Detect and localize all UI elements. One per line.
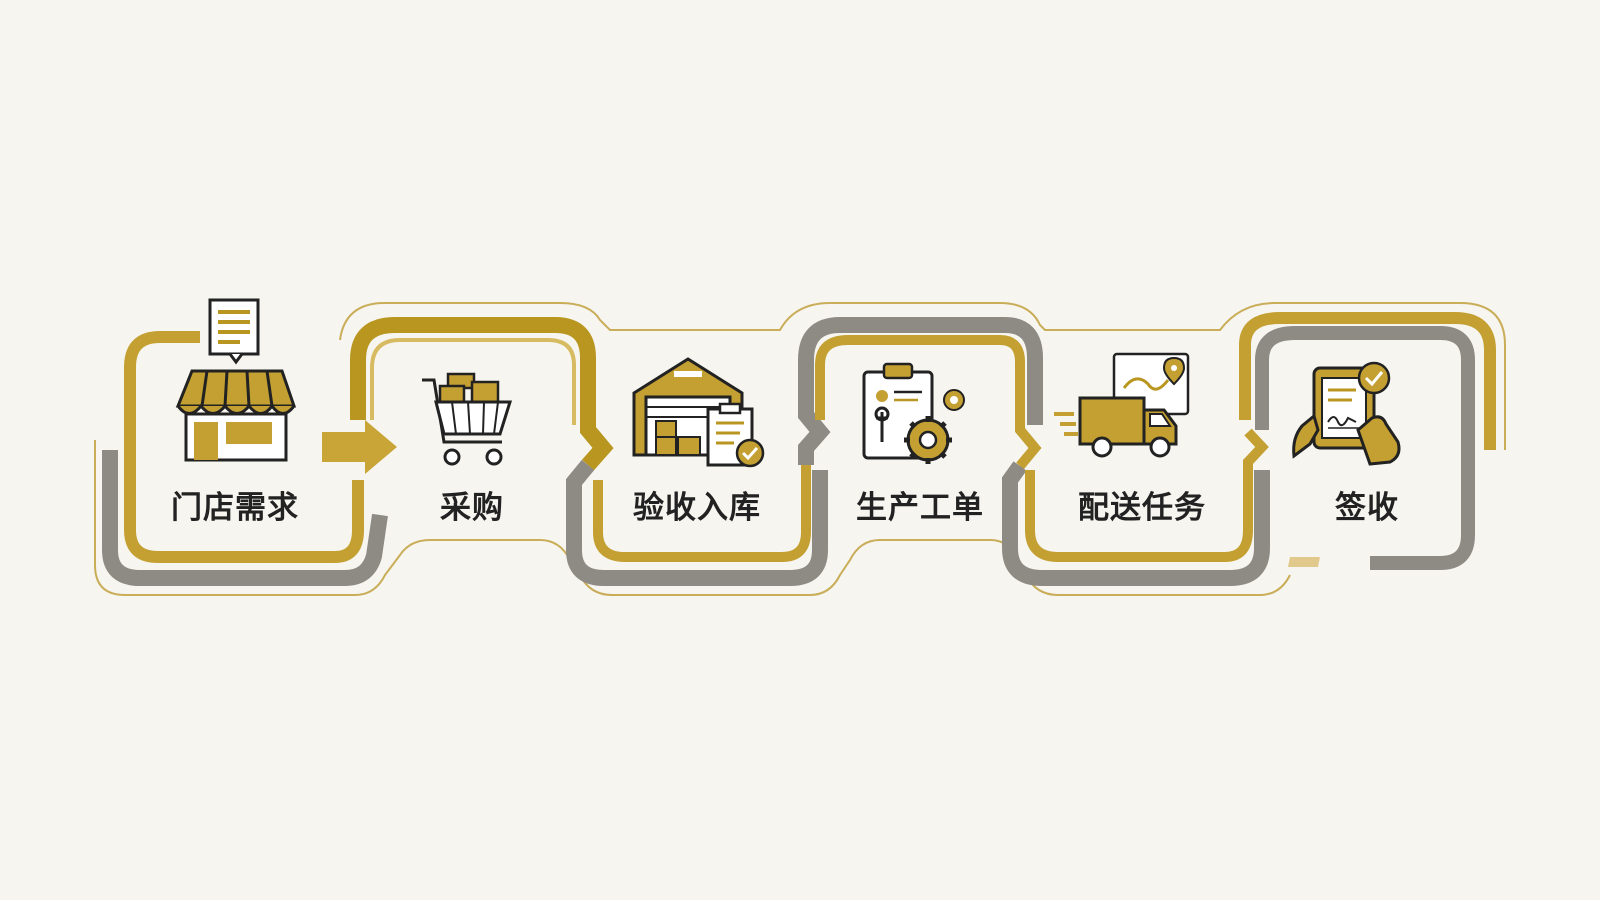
step3-gray-frame	[566, 459, 828, 586]
step1-arrow	[322, 420, 397, 474]
step1-gray-frame	[102, 450, 388, 586]
outer-contour-line-top	[339, 302, 1506, 450]
step-label-delivery-task: 配送任务	[1078, 490, 1206, 526]
step-label-sign-off: 签收	[1335, 490, 1399, 526]
step-label-procurement: 采购	[440, 490, 504, 526]
step2-gold-frame-shadow	[370, 338, 576, 425]
step5-gray-frame	[1002, 461, 1270, 586]
step1-gold-frame	[124, 331, 364, 563]
step5-gold-frame	[1025, 428, 1269, 562]
work-order-gears-icon	[862, 362, 972, 471]
step-label-receiving-warehousing: 验收入库	[633, 490, 761, 526]
tablet-signature-icon	[1290, 360, 1410, 474]
delivery-truck-map-icon	[1052, 352, 1192, 466]
step6-gray-frame	[1255, 326, 1475, 570]
storefront-with-order-icon	[172, 296, 302, 475]
step4-gold-frame	[815, 335, 1042, 470]
step3-gold-frame	[593, 465, 811, 562]
step-label-store-demand: 门店需求	[171, 490, 299, 526]
step-label-production-order: 生产工单	[856, 490, 984, 526]
step6-gold-frame	[1239, 312, 1496, 450]
warehouse-checklist-icon	[630, 355, 770, 479]
shopping-cart-icon	[420, 372, 520, 476]
step4-gray-frame	[798, 317, 1043, 465]
step6-gold-accent	[1288, 557, 1320, 567]
step2-gold-frame	[350, 317, 614, 471]
